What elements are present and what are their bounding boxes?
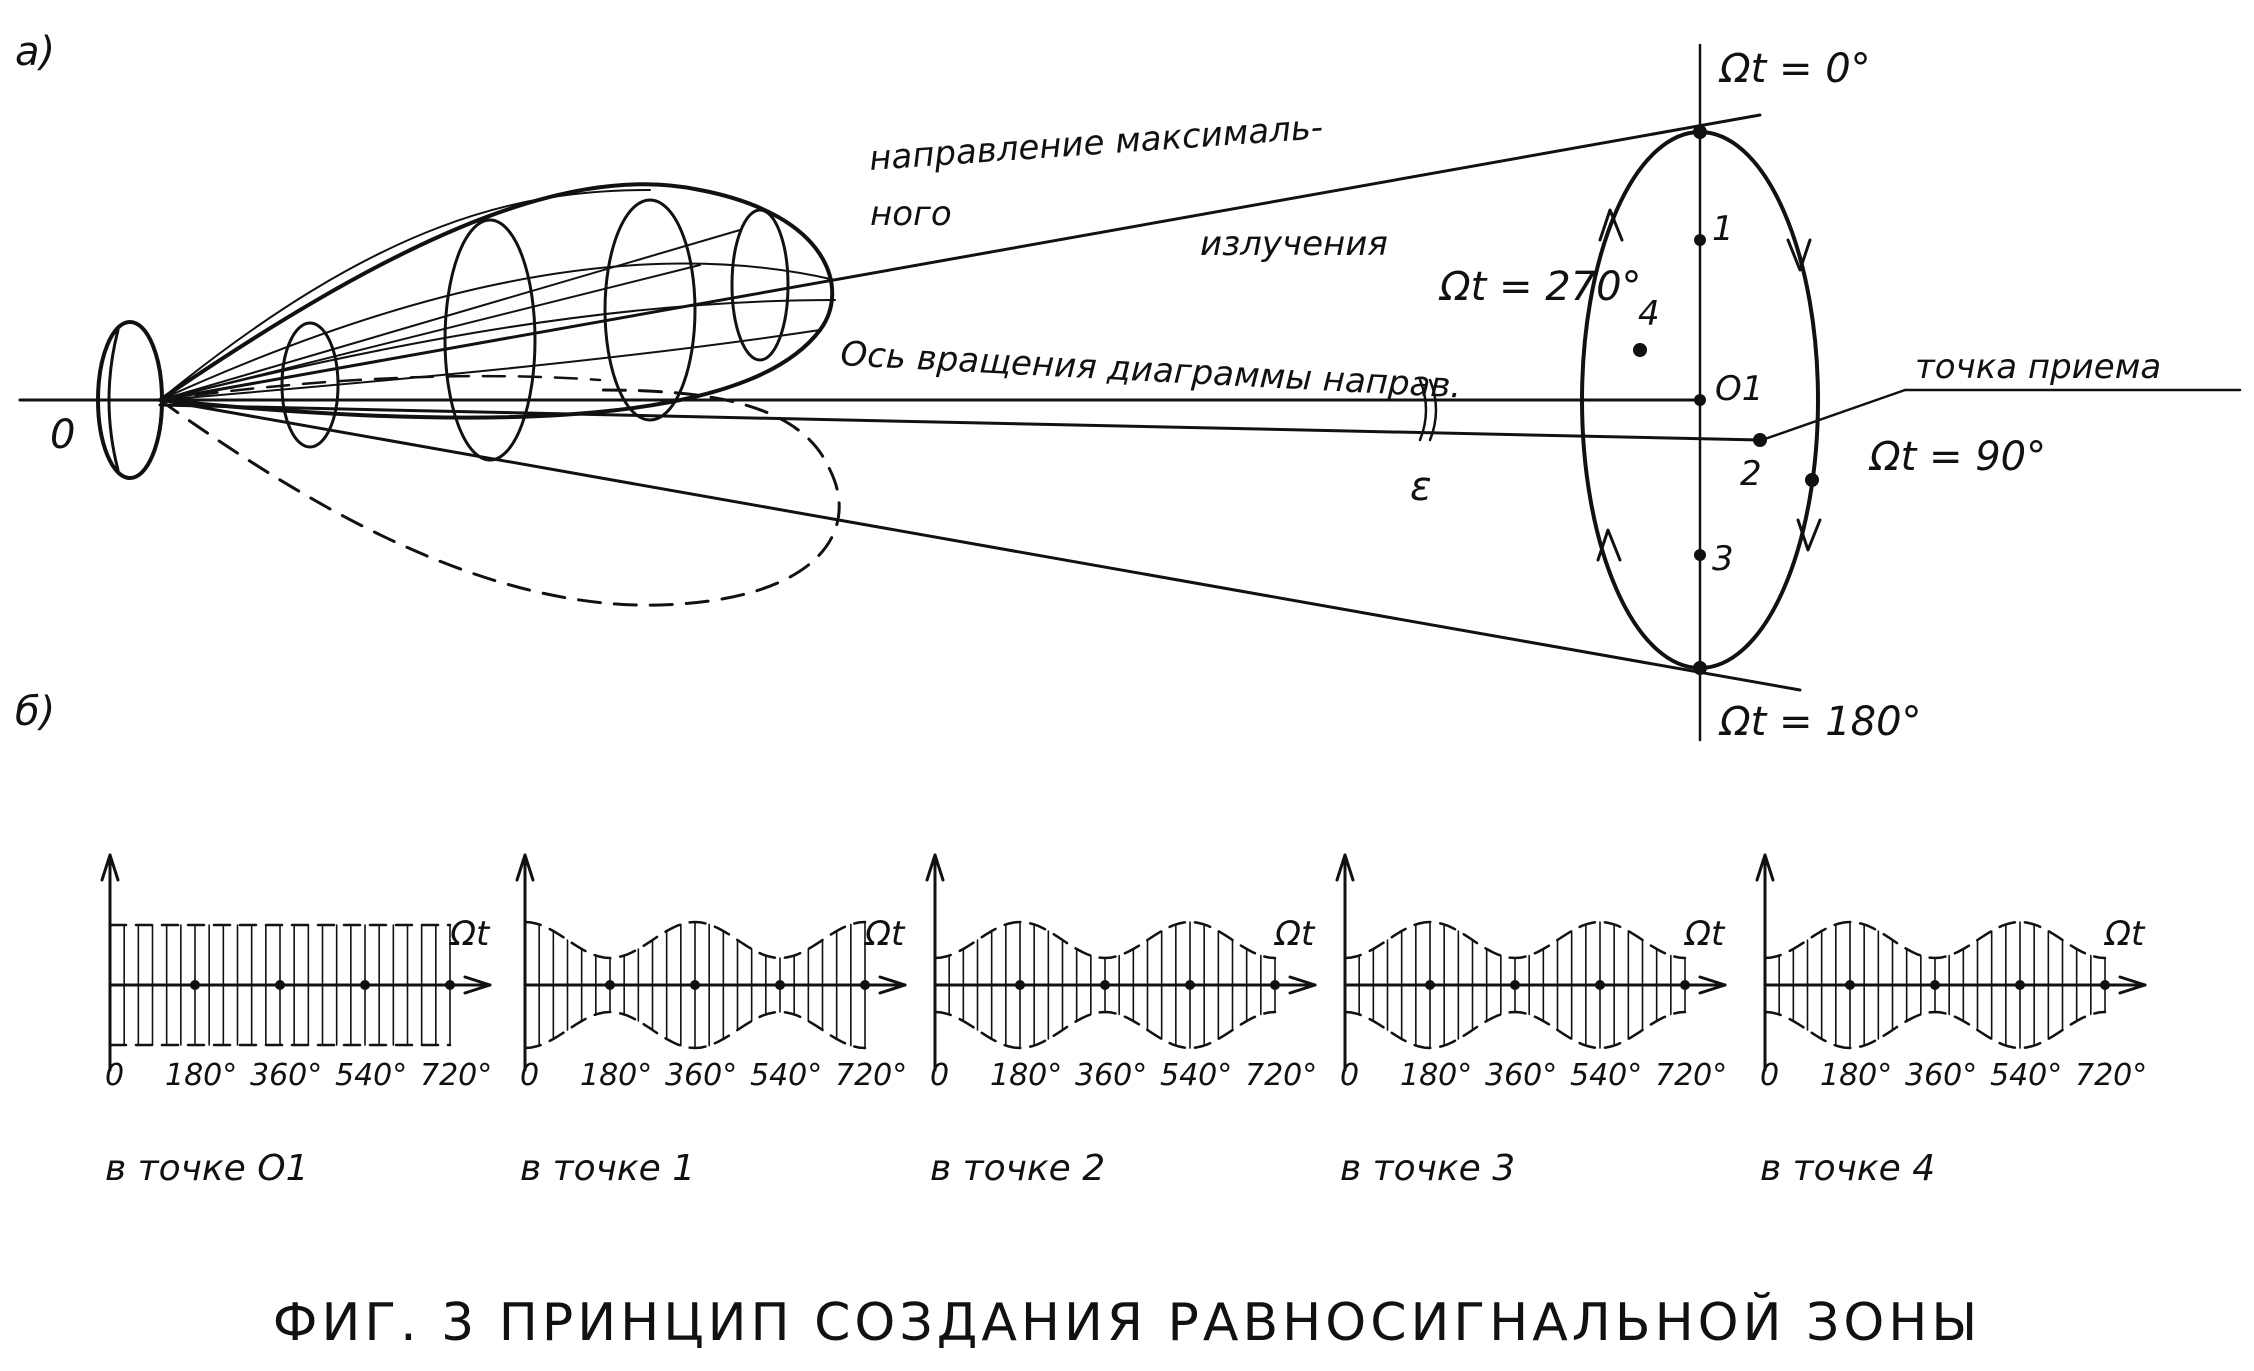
tick-label: 0 xyxy=(930,1058,949,1093)
tick-dot xyxy=(1595,980,1605,990)
tick-label: 360° xyxy=(665,1058,737,1093)
tick-dot xyxy=(275,980,285,990)
reception-line xyxy=(158,403,1762,442)
tick-dot xyxy=(1680,980,1690,990)
max-direction-line xyxy=(158,113,1762,402)
tick-label: 720° xyxy=(1245,1058,1317,1093)
reception-pointer xyxy=(1760,388,1907,442)
signal-plot: Ωt 0 180° 360° 540° 720° в точке 1 xyxy=(515,853,907,1189)
tick-label: 0 xyxy=(105,1058,124,1093)
point-1-label: 1 xyxy=(1712,209,1734,249)
tick-dot xyxy=(190,980,200,990)
envelope-upper xyxy=(1343,920,1687,960)
tick-label: 720° xyxy=(2075,1058,2147,1093)
x-axis-label: Ωt xyxy=(863,914,906,954)
panel-b: б) Ωt 0 180° 360° 540° 720° в точке O1 Ωt 0 180° 3… xyxy=(15,689,2147,1189)
x-axis-label: Ωt xyxy=(1273,914,1316,954)
tick-label: 180° xyxy=(1400,1058,1472,1093)
panel-a-label: а) xyxy=(15,29,55,75)
tick-dot xyxy=(445,980,455,990)
envelope-lower xyxy=(1763,1010,2107,1050)
dashed-lobe-axis xyxy=(158,374,602,402)
tick-dot xyxy=(1510,980,1520,990)
angle-left-label: Ωt = 270° xyxy=(1438,264,1642,310)
angle-top-label: Ωt = 0° xyxy=(1718,46,1871,92)
signal-plot: Ωt 0 180° 360° 540° 720° в точке 4 xyxy=(1755,853,2147,1189)
plot-caption: в точке O1 xyxy=(105,1148,309,1189)
tick-dot xyxy=(1015,980,1025,990)
plot-caption: в точке 2 xyxy=(930,1148,1105,1189)
signal-plot: Ωt 0 180° 360° 540° 720° в точке O1 xyxy=(100,853,492,1189)
tick-label: 720° xyxy=(1655,1058,1727,1093)
point-3-label: 3 xyxy=(1712,539,1734,579)
rotation-axis-label: Ось вращения диаграммы направ. xyxy=(840,334,1463,406)
tick-dot xyxy=(1930,980,1940,990)
tick-dot xyxy=(690,980,700,990)
origin-label: 0 xyxy=(50,412,75,458)
tick-label: 0 xyxy=(1340,1058,1359,1093)
tick-dot xyxy=(860,980,870,990)
tick-label: 360° xyxy=(1075,1058,1147,1093)
signal-plots: Ωt 0 180° 360° 540° 720° в точке O1 Ωt 0 180° 360°… xyxy=(100,853,2147,1189)
envelope-upper xyxy=(933,920,1277,960)
reception-point-label: точка приема xyxy=(1915,347,2161,387)
figure-title: ФИГ. 3 ПРИНЦИП СОЗДАНИЯ РАВНОСИГНАЛЬНОЙ … xyxy=(273,1292,1982,1353)
tick-label: 180° xyxy=(990,1058,1062,1093)
x-axis-label: Ωt xyxy=(448,914,491,954)
x-axis-label: Ωt xyxy=(1683,914,1726,954)
angle-bottom-label: Ωt = 180° xyxy=(1718,699,1922,745)
x-axis-label: Ωt xyxy=(2103,914,2146,954)
plot-caption: в точке 3 xyxy=(1340,1148,1515,1189)
tick-dot xyxy=(1185,980,1195,990)
tick-dot xyxy=(360,980,370,990)
plot-caption: в точке 4 xyxy=(1760,1148,1935,1189)
tick-label: 360° xyxy=(1905,1058,1977,1093)
tick-label: 720° xyxy=(420,1058,492,1093)
max-direction-label-3: излучения xyxy=(1200,224,1388,264)
tick-label: 180° xyxy=(1820,1058,1892,1093)
tick-dot xyxy=(1425,980,1435,990)
signal-plot: Ωt 0 180° 360° 540° 720° в точке 3 xyxy=(1335,853,1727,1189)
panel-b-label: б) xyxy=(15,689,55,735)
signal-plot: Ωt 0 180° 360° 540° 720° в точке 2 xyxy=(925,853,1317,1189)
tick-label: 0 xyxy=(520,1058,539,1093)
envelope-lower xyxy=(933,1010,1277,1050)
tick-label: 0 xyxy=(1760,1058,1779,1093)
point-2-label: 2 xyxy=(1740,454,1762,494)
scan-circle xyxy=(1580,43,1822,742)
tick-dot xyxy=(2100,980,2110,990)
epsilon-arc xyxy=(1418,378,1428,442)
tick-label: 720° xyxy=(835,1058,907,1093)
point-4-label: 4 xyxy=(1638,294,1660,334)
tick-label: 540° xyxy=(1160,1058,1232,1093)
tick-dot xyxy=(1270,980,1280,990)
lower-direction-line xyxy=(158,398,1802,692)
plot-caption: в точке 1 xyxy=(520,1148,695,1189)
tick-label: 360° xyxy=(1485,1058,1557,1093)
tick-label: 540° xyxy=(750,1058,822,1093)
tick-label: 180° xyxy=(580,1058,652,1093)
tick-label: 360° xyxy=(250,1058,322,1093)
center-label: O1 xyxy=(1715,369,1763,409)
tick-label: 540° xyxy=(1570,1058,1642,1093)
tick-dot xyxy=(605,980,615,990)
max-direction-label-2: ного xyxy=(870,194,952,234)
max-direction-label-1: направление максималь- xyxy=(868,107,1324,179)
epsilon-label: ε xyxy=(1410,464,1432,510)
envelope-lower xyxy=(1343,1010,1687,1050)
tick-dot xyxy=(2015,980,2025,990)
dashed-lobe xyxy=(158,388,841,607)
tick-label: 180° xyxy=(165,1058,237,1093)
tick-label: 540° xyxy=(335,1058,407,1093)
tick-dot xyxy=(775,980,785,990)
panel-a: а) 0 xyxy=(15,29,2242,745)
envelope-upper xyxy=(1763,920,2107,960)
tick-label: 540° xyxy=(1990,1058,2062,1093)
tick-dot xyxy=(1845,980,1855,990)
tick-dot xyxy=(1100,980,1110,990)
angle-right-label: Ωt = 90° xyxy=(1868,434,2046,480)
